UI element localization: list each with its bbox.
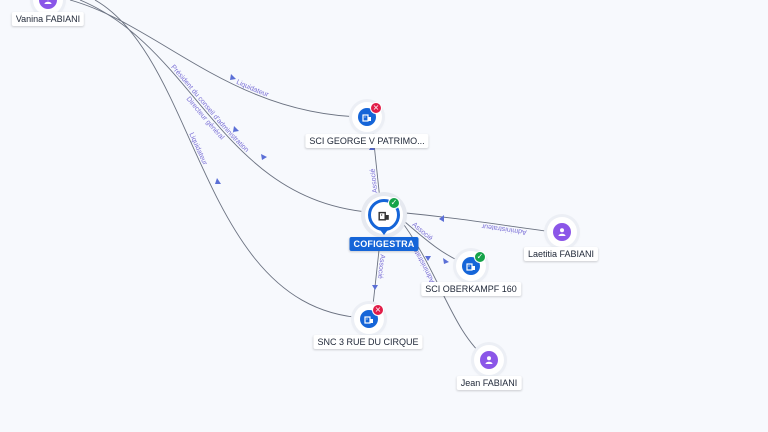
edge-label: Président du conseil d'administration [169,64,250,154]
edge-label: Associé [376,254,386,279]
person-icon [553,223,571,241]
node-label[interactable]: Jean FABIANI [456,376,522,390]
edge-arrow [372,285,378,290]
building-icon [368,199,400,231]
node-laetitia-fabiani[interactable] [547,217,577,247]
node-cofigestra[interactable]: ✓ [365,196,403,235]
node-jean-fabiani[interactable] [474,345,504,375]
edge-arrow [233,126,239,132]
node-label[interactable]: SCI OBERKAMPF 160 [421,282,521,296]
node-sci-oberkampf-160[interactable]: ✓ [456,251,486,281]
edge-label: Associé [370,168,380,193]
edge-label: Liquidateur [187,132,208,167]
edge-vanina-cofigestra [79,0,381,214]
person-icon [39,0,57,9]
edge-label: Liquidateur [235,79,270,99]
node-label[interactable]: SNC 3 RUE DU CIRQUE [313,335,423,349]
edge-arrow [230,74,236,80]
edge-arrow [443,258,449,264]
selection-pointer [378,227,390,235]
edge-arrow [261,154,267,160]
check-badge-icon: ✓ [388,197,400,209]
edge-label: Administrateur [481,222,527,235]
node-snc-3-rue-du-cirque[interactable]: × [354,304,384,334]
node-vanina-fabiani[interactable] [33,0,63,15]
edge-arrow [425,256,431,261]
edge-arrow [439,215,444,222]
node-label[interactable]: Laetitia FABIANI [523,247,599,261]
person-icon [480,351,498,369]
edge-vanina-sci-george [69,0,366,118]
node-label[interactable]: Vanina FABIANI [11,12,85,26]
close-badge-icon: × [370,102,382,114]
node-label-selected[interactable]: COFIGESTRA [349,237,419,251]
node-sci-george-v[interactable]: × [352,102,382,132]
edge-arrow [215,178,221,184]
check-badge-icon: ✓ [474,251,486,263]
close-badge-icon: × [372,304,384,316]
node-label[interactable]: SCI GEORGE V PATRIMO... [305,134,429,148]
edge-vanina-snc-cirque [94,0,366,319]
